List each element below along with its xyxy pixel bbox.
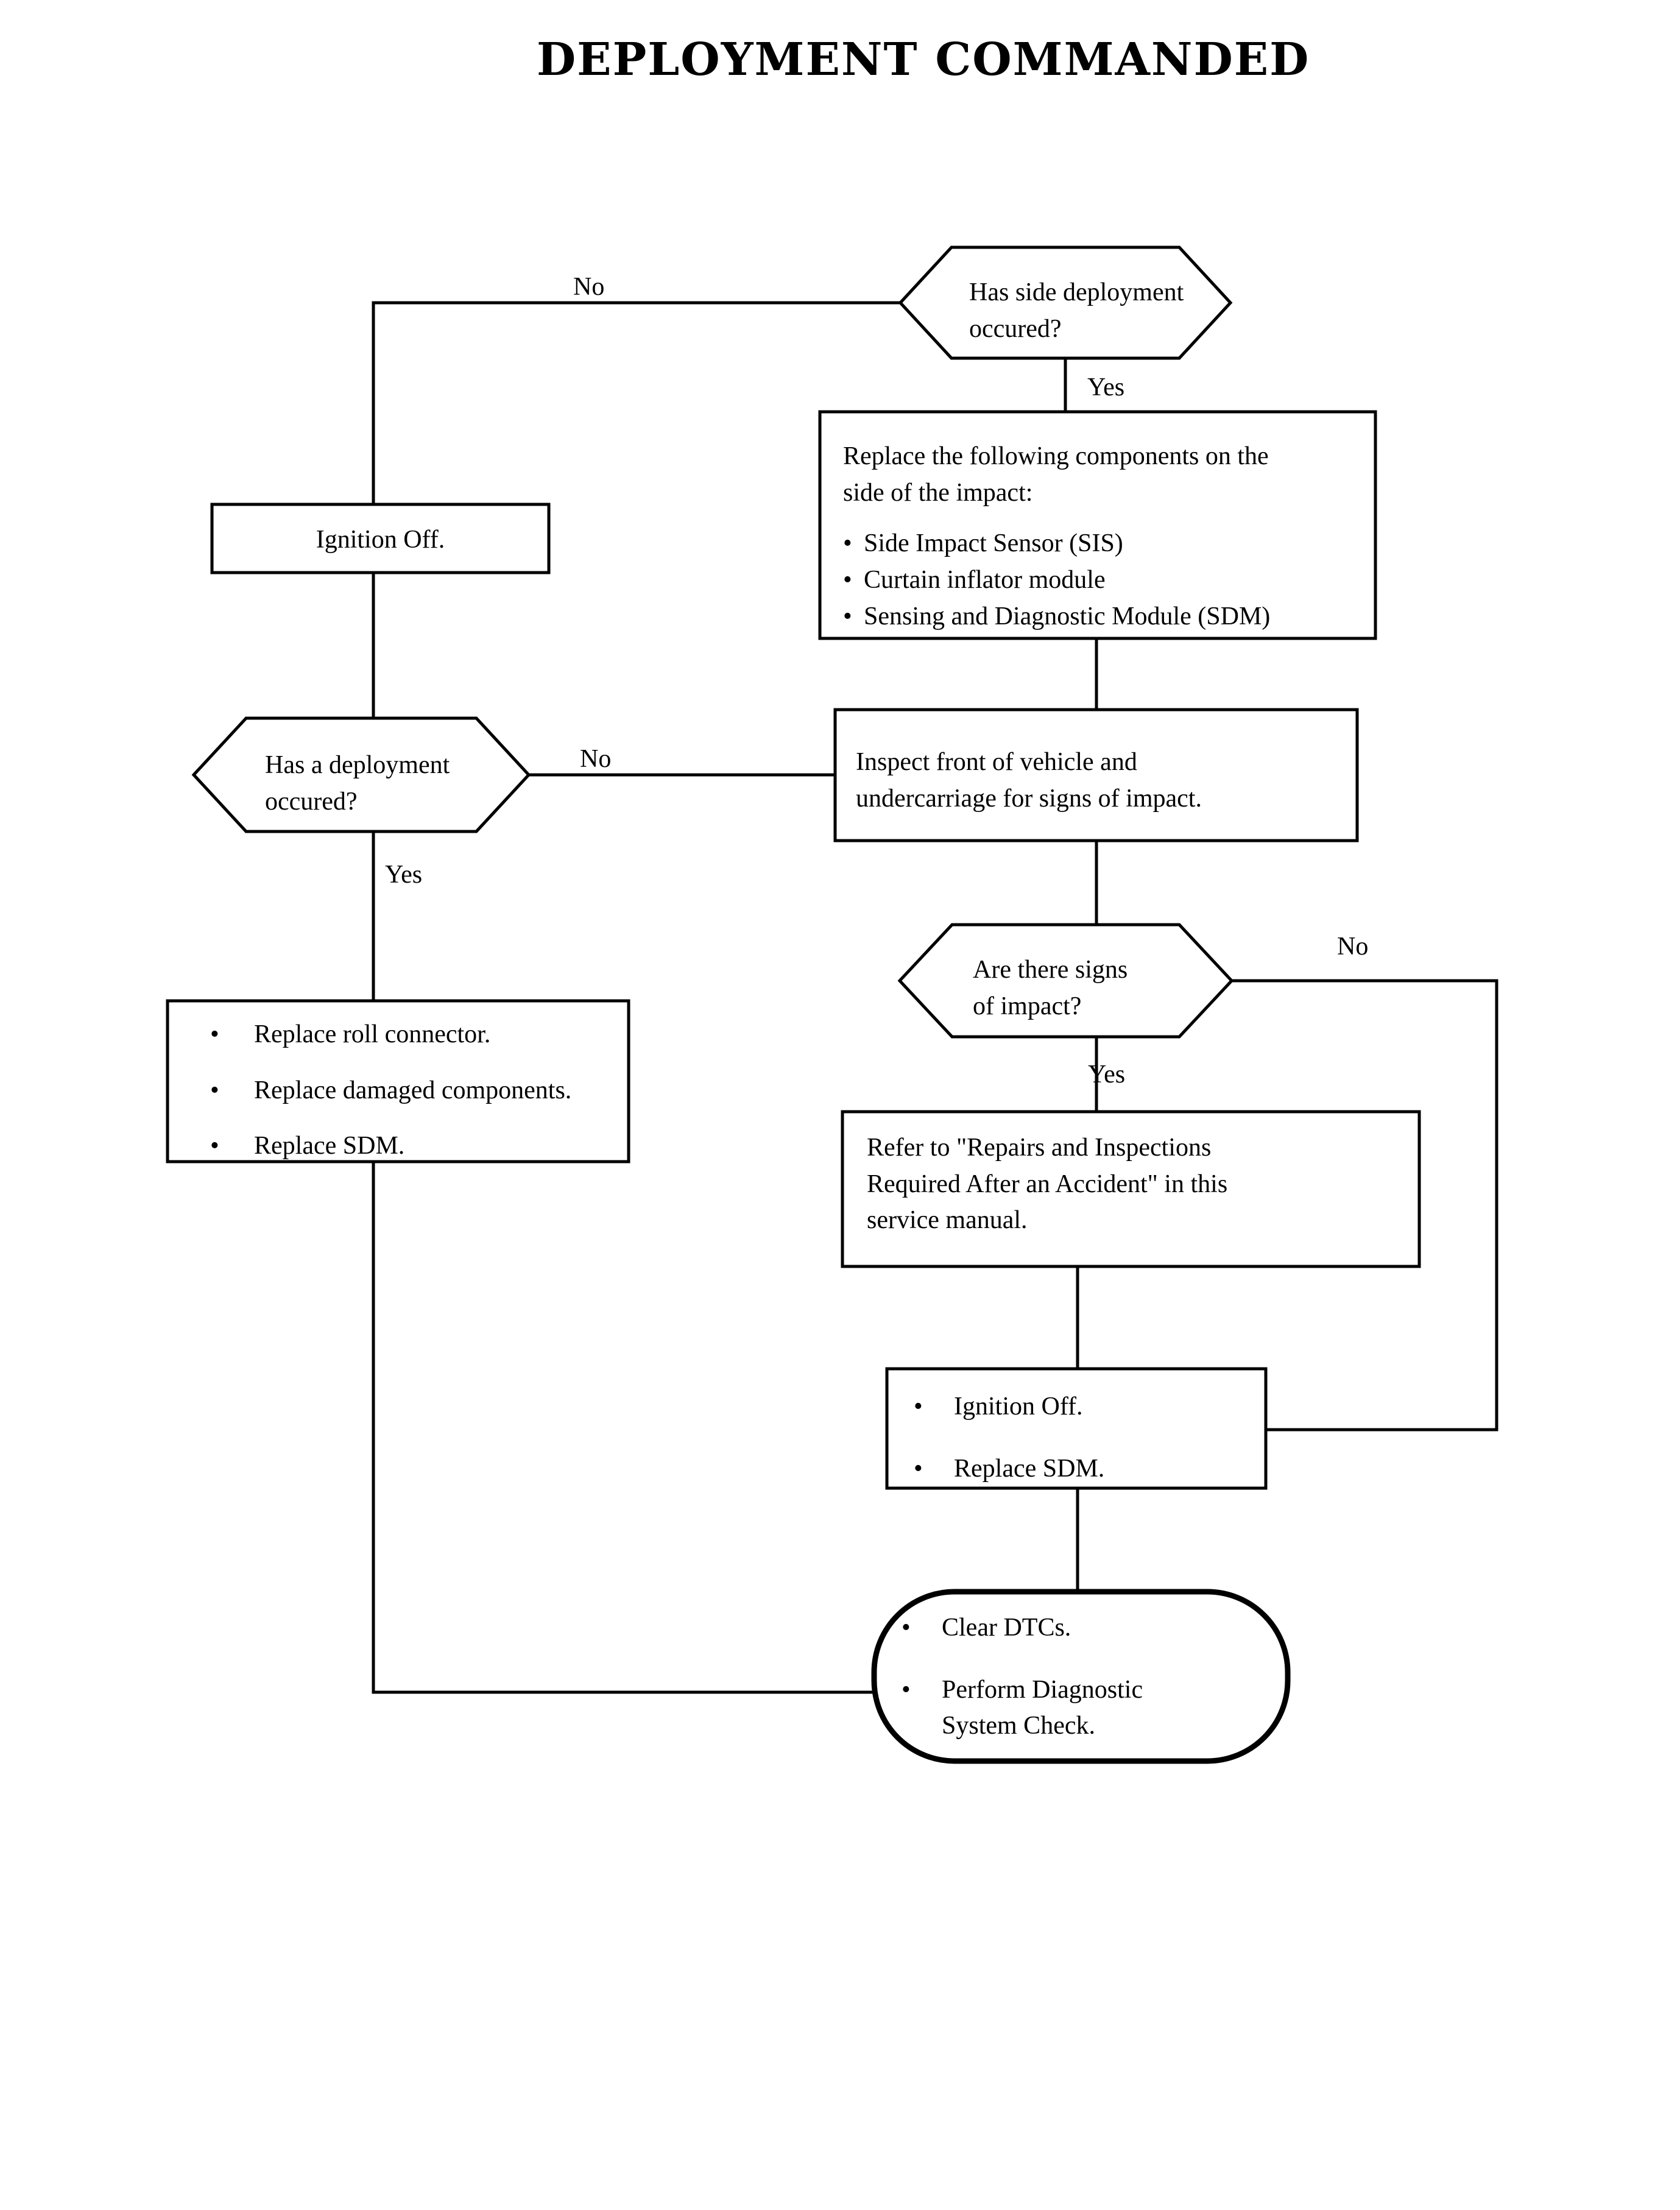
node-refer-to-repairs-label: Refer to "Repairs and Inspections Requir… xyxy=(867,1134,1228,1235)
node-ignition-off-shape xyxy=(210,503,551,574)
list-item: • Replace roll connector. xyxy=(210,1017,630,1053)
node-replace-roll-connector-list: • Replace roll connector. • Replace dama… xyxy=(210,1017,630,1184)
edge-roll-connector-to-terminal xyxy=(372,1162,874,1694)
page-title: DEPLOYMENT COMMANDED xyxy=(537,34,1310,86)
node-clear-dtcs-terminal-shape xyxy=(871,1589,1291,1764)
list-item: • Sensing and Diagnostic Module (SDM) xyxy=(843,599,1355,635)
node-replace-components: Replace the following components on the … xyxy=(843,439,1355,635)
node-has-a-deployment-label: Has a deployment occured? xyxy=(265,751,450,816)
node-replace-components-list: • Side Impact Sensor (SIS) • Curtain inf… xyxy=(843,526,1355,635)
bullet-icon: • xyxy=(843,529,852,558)
bullet-icon: • xyxy=(843,602,852,630)
node-ignition-off-label: Ignition Off. xyxy=(316,526,445,554)
edge-label-has-deployment-yes: Yes xyxy=(385,861,423,889)
node-ignition-off-replace-sdm-list: • Ignition Off. • Replace SDM. xyxy=(914,1389,1255,1513)
bullet-icon: • xyxy=(210,1076,219,1104)
edge-label-side-deployment-no: No xyxy=(573,273,605,301)
node-has-side-deployment-shape xyxy=(898,245,1233,360)
bullet-icon: • xyxy=(210,1132,219,1160)
edge-label-signs-yes: Yes xyxy=(1088,1061,1126,1089)
list-item: • Replace damaged components. xyxy=(210,1073,630,1109)
list-item: • Clear DTCs. xyxy=(902,1610,1267,1647)
node-replace-roll-connector-shape xyxy=(166,999,630,1163)
list-item: • Perform Diagnostic System Check. xyxy=(902,1672,1267,1745)
node-inspect-front-label: Inspect front of vehicle and undercarria… xyxy=(856,748,1202,813)
node-replace-components-shape xyxy=(818,410,1377,640)
node-replace-components-heading: Replace the following components on the … xyxy=(843,442,1269,507)
list-item: • Curtain inflator module xyxy=(843,562,1355,599)
bullet-icon: • xyxy=(914,1393,923,1421)
bullet-icon: • xyxy=(210,1020,219,1048)
bullet-icon: • xyxy=(914,1454,923,1483)
node-refer-to-repairs-shape xyxy=(841,1110,1421,1268)
edge-label-has-deployment-no: No xyxy=(580,745,612,773)
node-clear-dtcs-terminal-list: • Clear DTCs. • Perform Diagnostic Syste… xyxy=(902,1610,1267,1770)
node-has-side-deployment-label: Has side deployment occured? xyxy=(969,278,1184,343)
edge-side-deployment-no xyxy=(372,301,900,504)
list-item: • Ignition Off. xyxy=(914,1389,1255,1425)
list-item: • Replace SDM. xyxy=(914,1451,1255,1488)
list-item: • Replace SDM. xyxy=(210,1128,630,1165)
bullet-icon: • xyxy=(843,565,852,594)
node-signs-of-impact-label: Are there signs of impact? xyxy=(973,956,1128,1020)
bullet-icon: • xyxy=(902,1614,911,1642)
edge-label-side-deployment-yes: Yes xyxy=(1087,373,1125,401)
list-item: • Side Impact Sensor (SIS) xyxy=(843,526,1355,562)
bullet-icon: • xyxy=(902,1675,911,1704)
edge-label-signs-no: No xyxy=(1337,933,1369,961)
edge-signs-no xyxy=(1232,979,1498,1432)
